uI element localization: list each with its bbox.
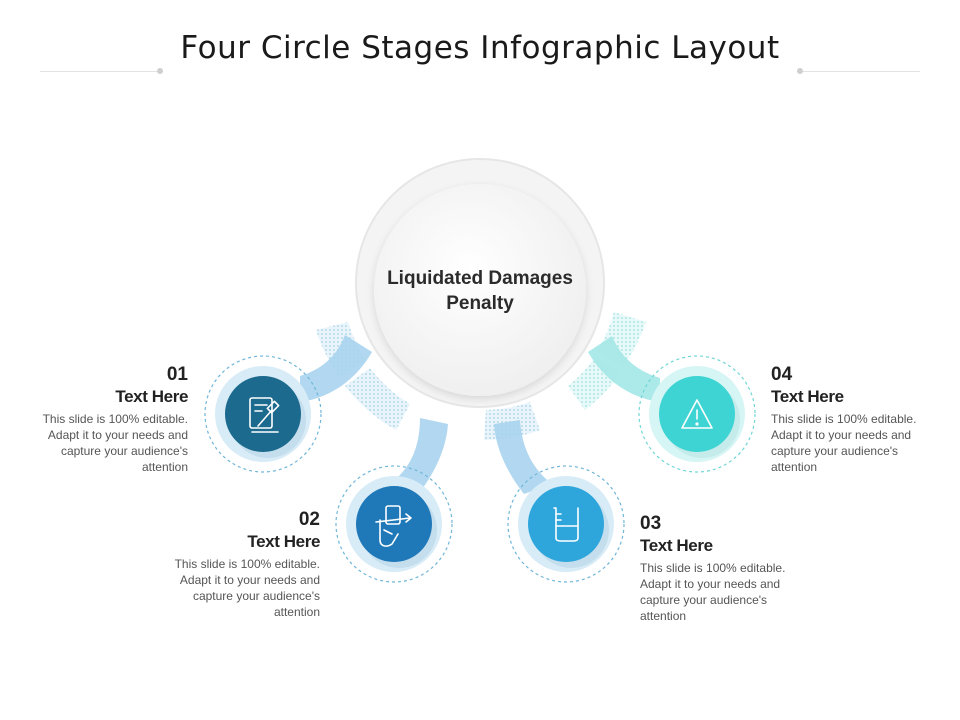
stage-03-body: This slide is 100% editable. Adapt it to… xyxy=(640,561,786,623)
measuring-beaker-icon xyxy=(553,507,579,542)
title-dot-right xyxy=(797,68,803,74)
stage-03-text: 03 Text Here This slide is 100% editable… xyxy=(640,513,800,624)
stage-03-heading: Text Here xyxy=(640,536,713,555)
stage-01-circle xyxy=(204,355,322,473)
warning-triangle-icon xyxy=(681,399,713,429)
center-circle xyxy=(355,158,605,408)
stage-04-text: 04 Text Here This slide is 100% editable… xyxy=(771,364,931,475)
stage-01-body: This slide is 100% editable. Adapt it to… xyxy=(42,412,188,474)
center-label: Liquidated Damages Penalty xyxy=(387,268,573,314)
stage-01-text: 01 Text Here This slide is 100% editable… xyxy=(28,364,189,475)
stage-03-number: 03 xyxy=(640,513,662,534)
stage-02-number: 02 xyxy=(298,509,320,530)
title-rule-right xyxy=(800,71,920,72)
stage-01-number: 01 xyxy=(166,364,188,385)
page-title: Four Circle Stages Infographic Layout xyxy=(180,30,780,66)
stage-04-number: 04 xyxy=(771,364,793,385)
stage-03-circle xyxy=(507,465,625,583)
legal-document-gavel-icon xyxy=(249,397,280,433)
connectors xyxy=(300,335,660,494)
stage-04-heading: Text Here xyxy=(771,387,844,406)
stage-04-body: This slide is 100% editable. Adapt it to… xyxy=(771,412,917,474)
title-rule-left xyxy=(40,71,160,72)
title-dot-left xyxy=(157,68,163,74)
stage-02-circle xyxy=(335,465,453,583)
stage-02-text: 02 Text Here This slide is 100% editable… xyxy=(160,509,321,620)
stage-02-heading: Text Here xyxy=(247,532,320,551)
stage-01-heading: Text Here xyxy=(115,387,188,406)
stage-02-body: This slide is 100% editable. Adapt it to… xyxy=(174,557,320,619)
hand-holding-card-icon xyxy=(375,505,412,547)
